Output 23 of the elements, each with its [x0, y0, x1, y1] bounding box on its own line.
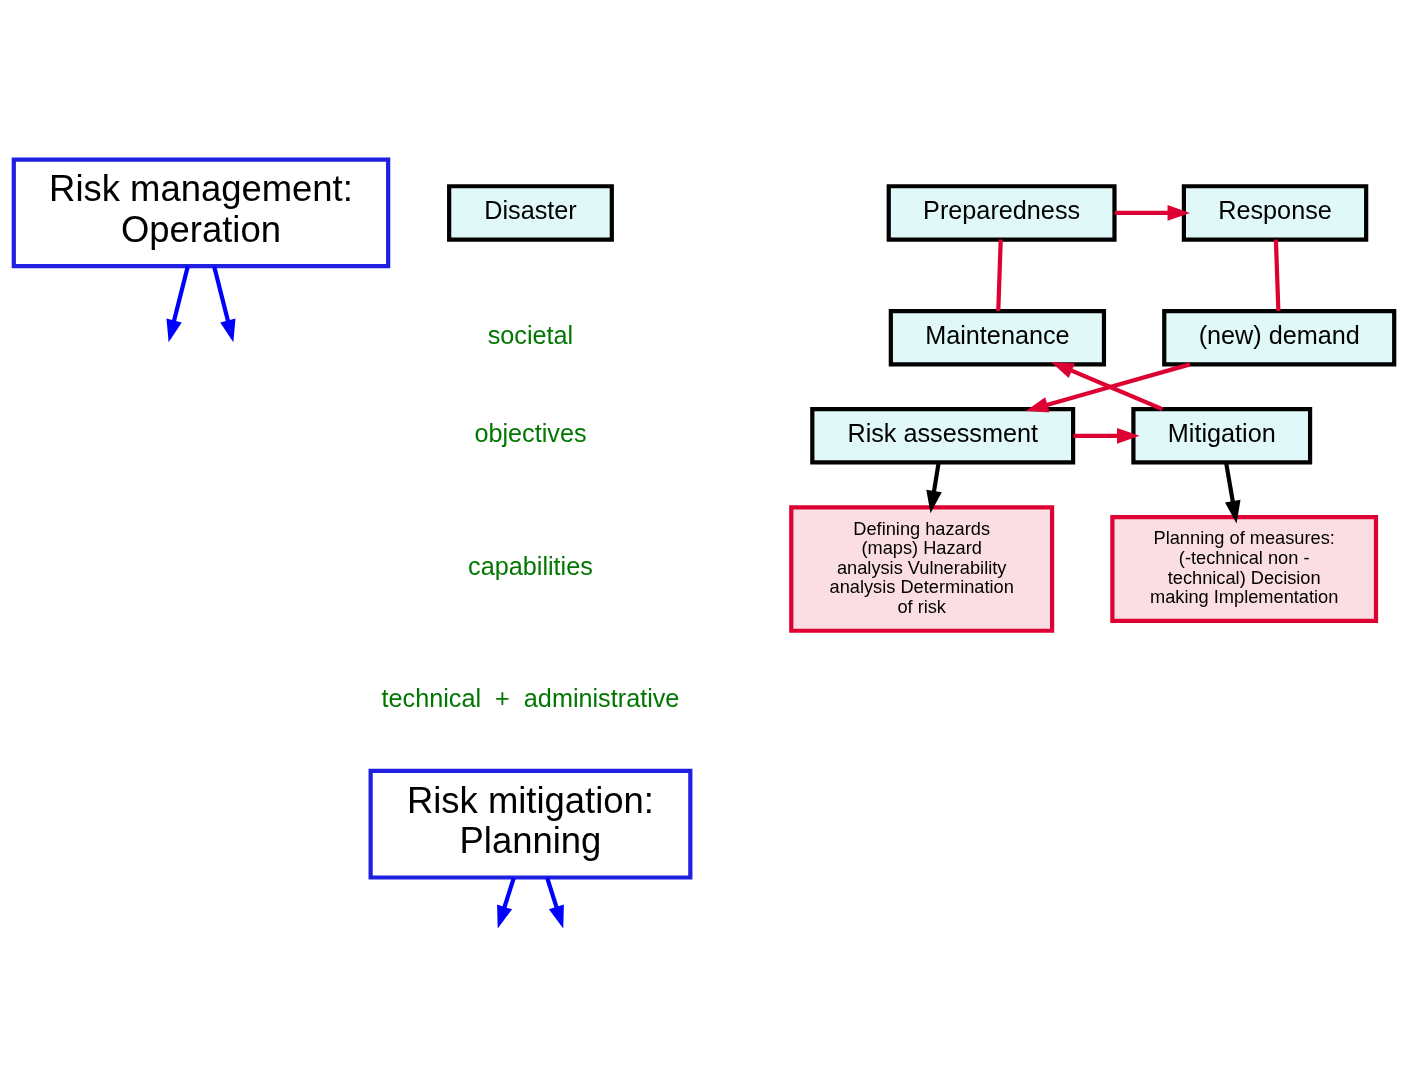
node-box: Disaster — [447, 183, 614, 242]
arrow — [1051, 361, 1164, 411]
node-box: Risk assessment — [810, 406, 1076, 465]
arrow — [1224, 462, 1241, 523]
label: technical + administrative — [381, 683, 680, 712]
node-box: Planning of measures: (-technical non - technical) Decision making Implementation — [1110, 514, 1379, 623]
node-box: Maintenance — [888, 308, 1107, 366]
connector — [1273, 239, 1281, 311]
label: societal — [487, 320, 574, 349]
node-box: Mitigation — [1131, 406, 1313, 465]
connector — [996, 239, 1003, 311]
node-box: Response — [1181, 183, 1369, 242]
node-box: (new) demand — [1162, 308, 1397, 366]
label: capabilities — [468, 551, 593, 580]
arrow — [1073, 427, 1140, 444]
arrow — [926, 462, 942, 513]
arrow — [1025, 361, 1191, 412]
node-box: Preparedness — [886, 183, 1117, 242]
arrow — [1114, 204, 1191, 221]
node-box: Risk management: Operation — [11, 157, 391, 268]
node-box: Defining hazards (maps) Hazard analysis Vulnerability analysis Determination of risk — [789, 504, 1055, 633]
node-box: Risk mitigation: Planning — [368, 768, 693, 880]
label: objectives — [474, 418, 587, 447]
